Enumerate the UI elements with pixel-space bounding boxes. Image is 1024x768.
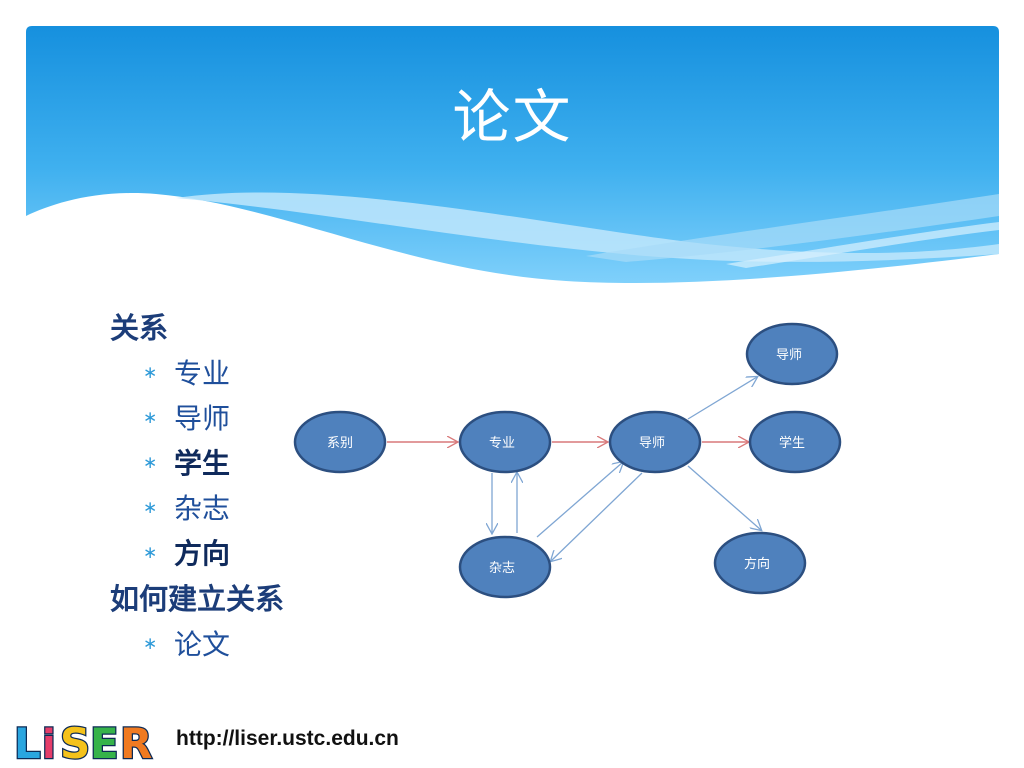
liser-logo: L i S E R bbox=[13, 718, 154, 766]
outline-item-advisor: ∗ 导师 bbox=[110, 396, 370, 441]
outline-item-label: 方向 bbox=[174, 537, 231, 570]
node-student: 学生 bbox=[748, 410, 842, 474]
node-dept: 系别 bbox=[293, 410, 387, 474]
outline-item-direction: ∗ 方向 bbox=[110, 531, 370, 576]
node-advisor-label: 导师 bbox=[639, 436, 665, 451]
node-major: 专业 bbox=[458, 410, 552, 474]
slide-title: 论文 bbox=[452, 83, 573, 151]
svg-text:E: E bbox=[90, 719, 119, 766]
footer-url[interactable]: http://liser.ustc.edu.cn bbox=[176, 727, 399, 750]
outline-item-paper: ∗ 论文 bbox=[110, 622, 370, 667]
header-wave-background bbox=[26, 26, 999, 283]
slide-header: 论文 bbox=[26, 26, 999, 288]
asterisk-bullet-icon: ∗ bbox=[143, 634, 158, 654]
node-journal: 杂志 bbox=[458, 535, 552, 599]
node-student-label: 学生 bbox=[779, 435, 805, 451]
svg-text:S: S bbox=[60, 719, 90, 766]
outline-item-label: 杂志 bbox=[174, 492, 231, 525]
node-advisor-top-label: 导师 bbox=[776, 348, 802, 363]
asterisk-bullet-icon: ∗ bbox=[143, 363, 158, 383]
edge-advisor-to-direction bbox=[687, 465, 761, 530]
outline-item-label: 导师 bbox=[174, 402, 231, 435]
svg-text:i: i bbox=[42, 722, 56, 766]
svg-text:L: L bbox=[14, 719, 41, 766]
asterisk-bullet-icon: ∗ bbox=[143, 453, 158, 473]
svg-text:R: R bbox=[120, 719, 152, 766]
asterisk-bullet-icon: ∗ bbox=[143, 498, 158, 518]
asterisk-bullet-icon: ∗ bbox=[143, 408, 158, 428]
relationship-diagram: 系别 专业 导师 导师 学生 杂志 方向 bbox=[293, 322, 842, 599]
edge-advisor-to-advisor-top bbox=[687, 377, 757, 420]
node-dept-label: 系别 bbox=[327, 436, 353, 451]
outline-item-student: ∗ 学生 bbox=[110, 441, 370, 486]
node-major-label: 专业 bbox=[489, 436, 515, 451]
node-direction: 方向 bbox=[713, 531, 807, 595]
node-journal-label: 杂志 bbox=[489, 561, 515, 576]
outline-item-label: 学生 bbox=[174, 447, 231, 480]
outline-heading-relations: 关系 bbox=[110, 311, 169, 345]
edge-journal-to-advisor bbox=[536, 462, 623, 538]
node-advisor: 导师 bbox=[608, 410, 702, 474]
node-advisor-top: 导师 bbox=[745, 322, 839, 386]
edge-advisor-to-journal bbox=[551, 472, 643, 561]
outline-item-journal: ∗ 杂志 bbox=[110, 486, 370, 531]
asterisk-bullet-icon: ∗ bbox=[143, 543, 158, 563]
outline-item-label: 论文 bbox=[174, 628, 231, 661]
outline-list: 关系 ∗ 专业 ∗ 导师 ∗ 学生 ∗ 杂志 ∗ 方向 如何建立关系 ∗ 论文 bbox=[110, 305, 370, 667]
outline-item-label: 专业 bbox=[174, 357, 231, 390]
node-direction-label: 方向 bbox=[744, 556, 770, 572]
outline-heading-build-relations: 如何建立关系 bbox=[110, 582, 285, 616]
outline-item-major: ∗ 专业 bbox=[110, 351, 370, 396]
